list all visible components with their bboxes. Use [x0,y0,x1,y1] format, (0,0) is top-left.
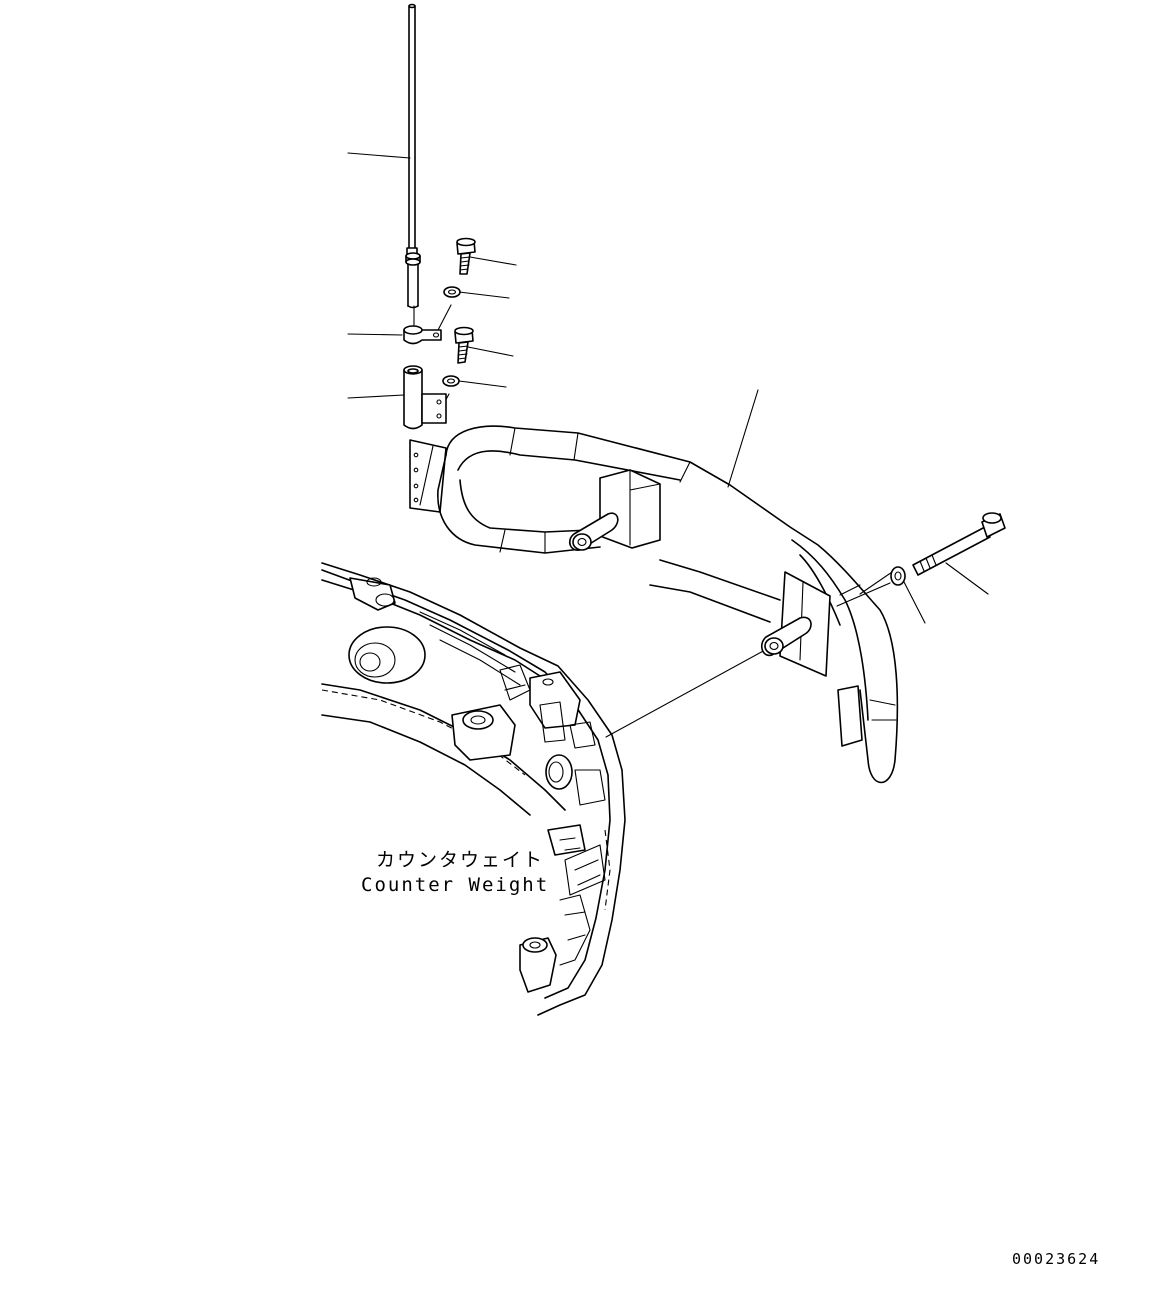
axis-washer [859,569,896,595]
axis-bolt-clamp [436,304,452,333]
leader-clamp [347,333,403,336]
long-bolt [912,512,1006,576]
leader-washer-right [902,579,926,624]
leader-rod [347,152,411,159]
leader-bolt-lower [467,346,514,357]
clamp [403,325,442,345]
drawing-number: 00023624 [1012,1250,1100,1268]
counterweight [321,562,626,1016]
washer-right [890,566,906,586]
leader-lines [347,152,989,624]
leader-long-bolt [945,562,989,595]
axis-mount [605,643,777,738]
leader-tube [347,394,405,399]
tube-bracket [403,365,447,430]
washer-upper [443,286,461,298]
bolt-upper [456,237,476,275]
counterweight-label-jp: カウンタウェイト [376,849,544,871]
axis-long-bolt [836,582,891,607]
antenna-rod [405,3,421,309]
counterweight-label-en: Counter Weight [361,874,549,896]
handrail [409,425,899,784]
leader-washer-upper [458,291,510,299]
leader-handrail [727,389,759,488]
bolt-lower [454,326,474,364]
leader-washer-lower [458,380,507,388]
washer-lower [442,375,460,387]
leader-bolt-upper [469,256,517,266]
